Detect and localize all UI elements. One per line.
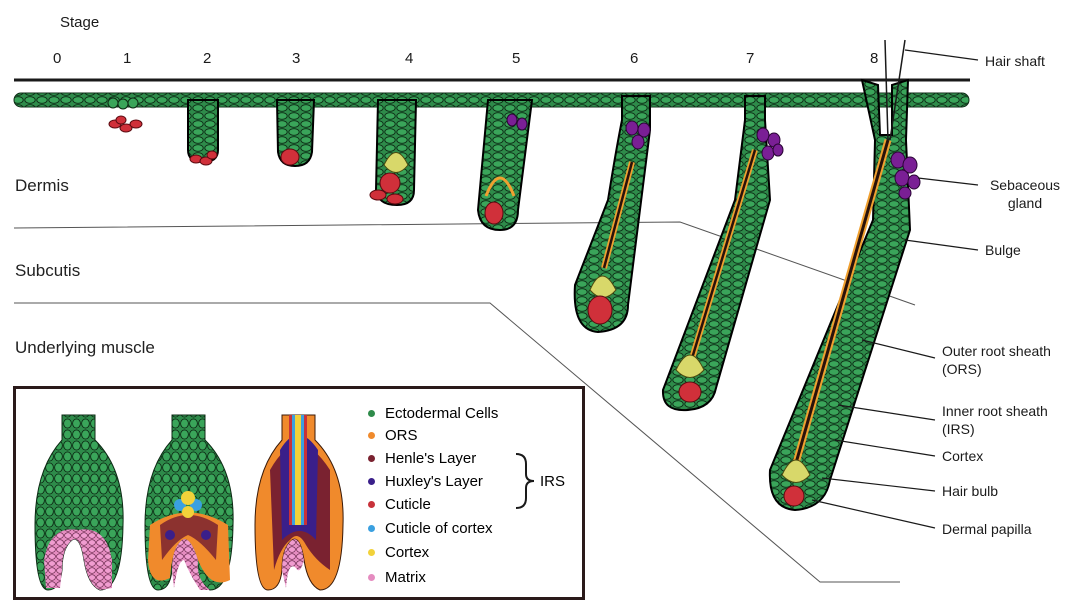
dermis-boundary-line (14, 222, 915, 305)
label-sebaceous-gland: Sebaceous gland (985, 176, 1065, 212)
legend-item-matrix: Matrix (368, 569, 426, 586)
stage-2-follicle (188, 100, 218, 165)
stage-4-follicle (370, 100, 416, 205)
legend-label: Huxley's Layer (385, 473, 483, 490)
stage-7-follicle (663, 96, 783, 410)
stage-number: 7 (746, 50, 754, 67)
legend-item-cuticle-cortex: Cuticle of cortex (368, 520, 493, 537)
label-cortex: Cortex (942, 447, 983, 465)
stage-number: 5 (512, 50, 520, 67)
legend-swatch (368, 574, 375, 581)
irs-bracket (512, 450, 538, 512)
legend-swatch (368, 410, 375, 417)
legend-swatch (368, 525, 375, 532)
stage-number: 0 (53, 50, 61, 67)
stage-number: 3 (292, 50, 300, 67)
region-label-subcutis: Subcutis (15, 261, 80, 281)
legend-swatch (368, 432, 375, 439)
stage-1-placode (108, 98, 142, 132)
stage-3-follicle (277, 100, 314, 166)
legend-swatch (368, 549, 375, 556)
stage-header: Stage (60, 14, 99, 31)
irs-bracket-label: IRS (540, 473, 565, 490)
legend-item-huxley: Huxley's Layer (368, 473, 483, 490)
stage-number: 6 (630, 50, 638, 67)
legend-item-cortex: Cortex (368, 544, 429, 561)
legend-label: Ectodermal Cells (385, 405, 498, 422)
legend-label: Cortex (385, 544, 429, 561)
legend-swatch (368, 455, 375, 462)
stage-number: 4 (405, 50, 413, 67)
stage-5-follicle (478, 100, 532, 230)
stage-number: 1 (123, 50, 131, 67)
label-dermal-papilla: Dermal papilla (942, 520, 1031, 538)
legend-item-ors: ORS (368, 427, 418, 444)
stage-number: 8 (870, 50, 878, 67)
region-label-muscle: Underlying muscle (15, 338, 155, 358)
legend-label: Matrix (385, 569, 426, 586)
legend-swatch (368, 501, 375, 508)
label-hair-shaft: Hair shaft (985, 52, 1045, 70)
legend-item-ectodermal: Ectodermal Cells (368, 405, 498, 422)
legend-label: ORS (385, 427, 418, 444)
legend-label: Henle's Layer (385, 450, 476, 467)
label-bulge: Bulge (985, 241, 1021, 259)
legend-swatch (368, 478, 375, 485)
region-label-dermis: Dermis (15, 176, 69, 196)
stage-8-follicle (770, 40, 920, 510)
stage-6-follicle (575, 96, 650, 332)
label-outer-root-sheath: Outer root sheath (ORS) (942, 342, 1052, 378)
legend-label: Cuticle (385, 496, 431, 513)
legend-item-henle: Henle's Layer (368, 450, 476, 467)
label-inner-root-sheath: Inner root sheath (IRS) (942, 402, 1052, 438)
label-hair-bulb: Hair bulb (942, 482, 998, 500)
legend-box (13, 386, 585, 600)
legend-label: Cuticle of cortex (385, 520, 493, 537)
legend-item-cuticle: Cuticle (368, 496, 431, 513)
stage-number: 2 (203, 50, 211, 67)
